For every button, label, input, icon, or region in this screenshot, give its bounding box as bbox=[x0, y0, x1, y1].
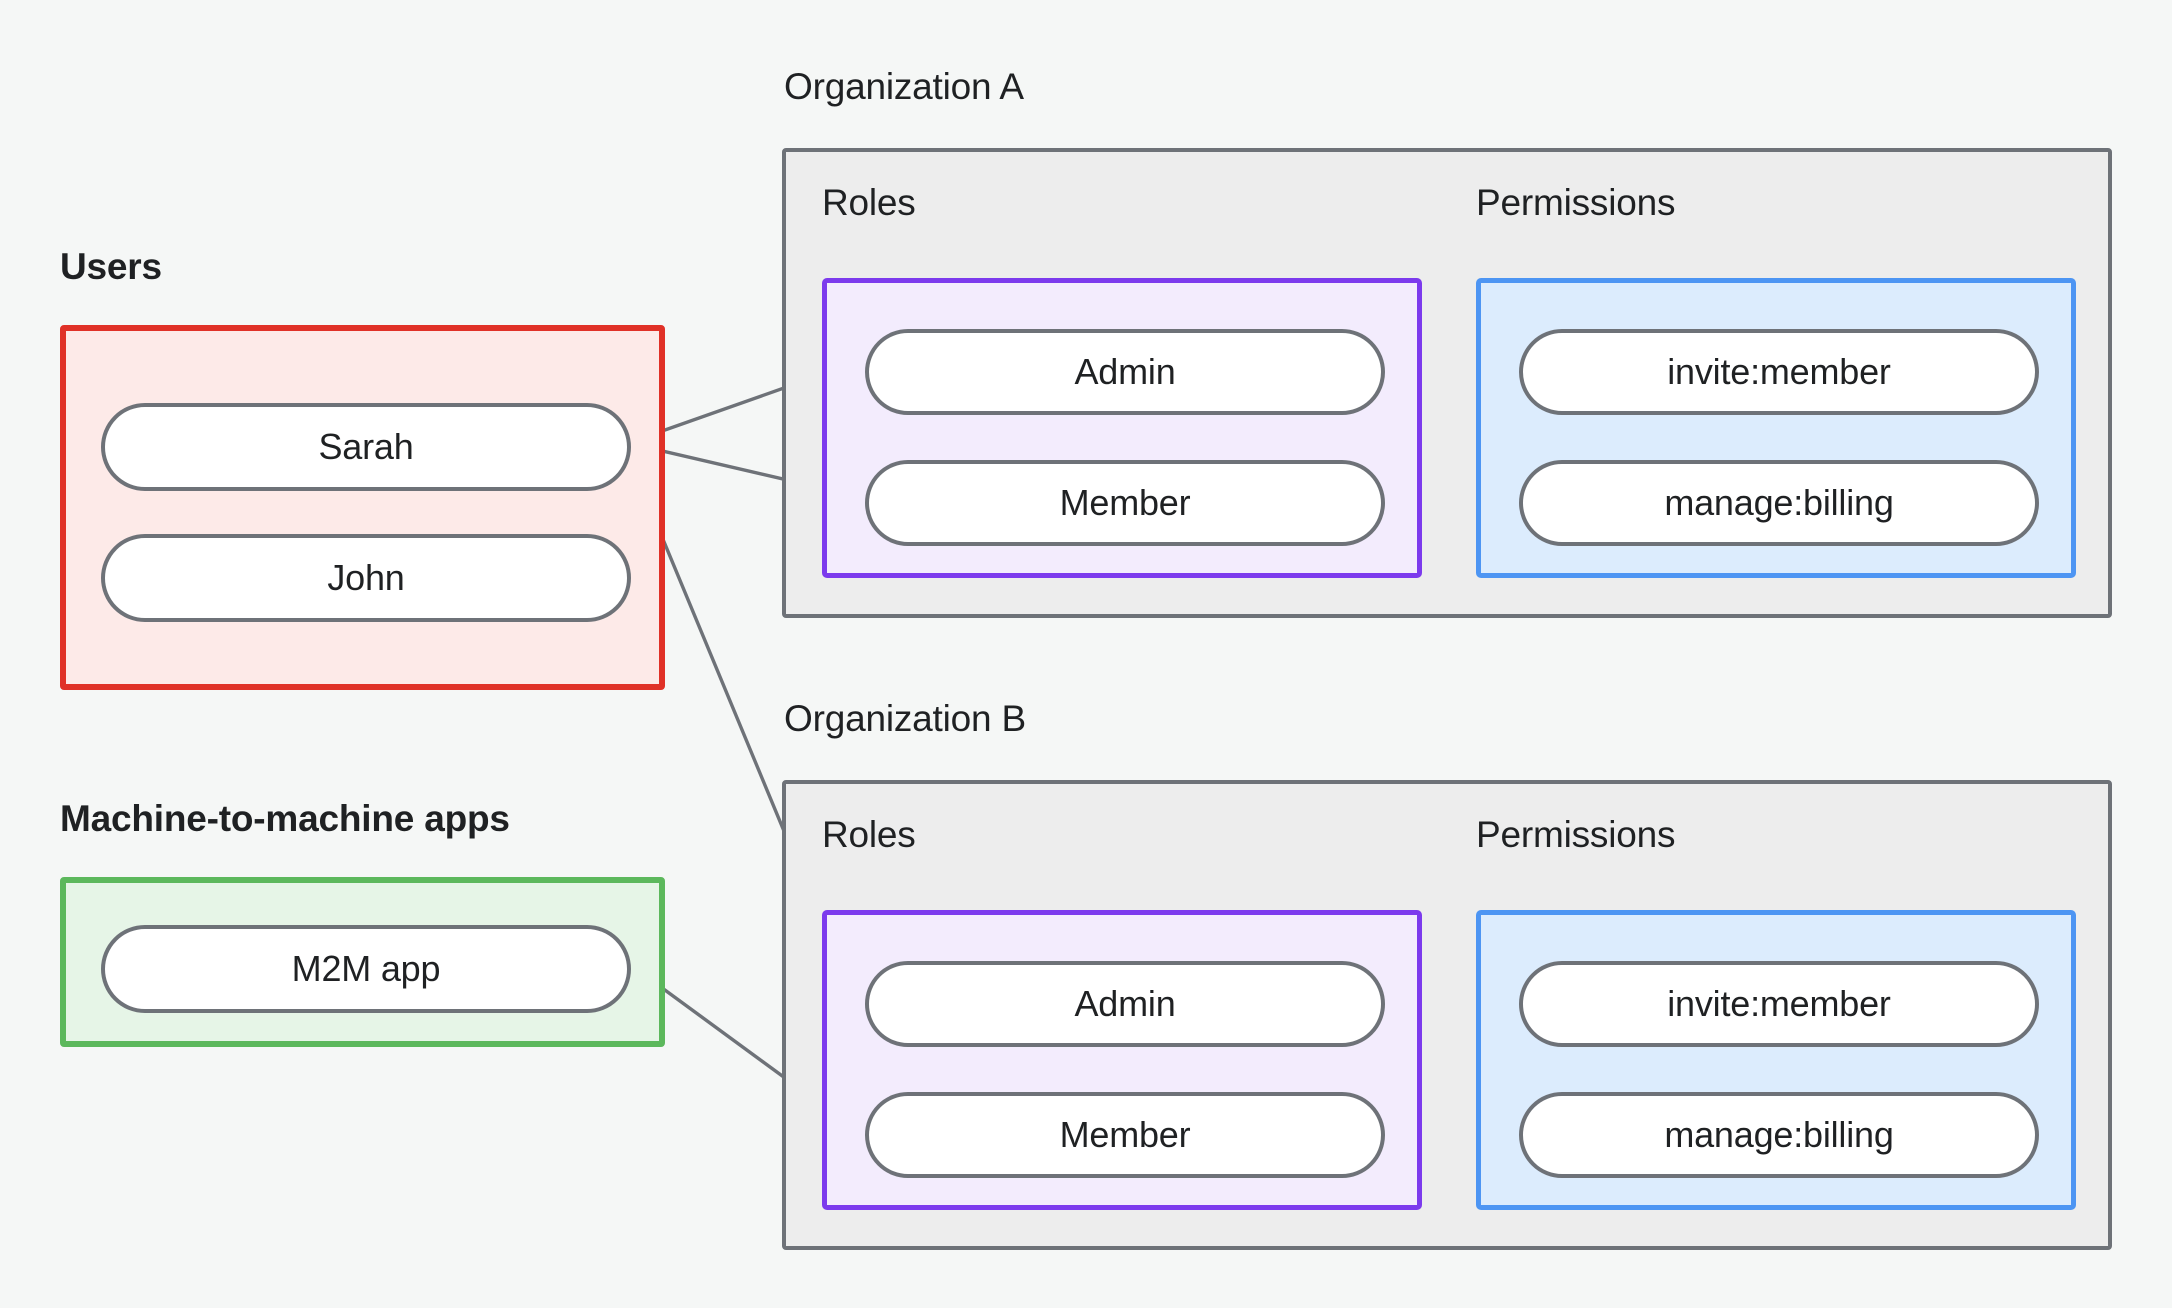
organization-a-roles-container: Admin Member bbox=[822, 278, 1422, 578]
machine-apps-group-title: Machine-to-machine apps bbox=[60, 798, 510, 839]
node-org-b-permission-invite-member[interactable]: invite:member bbox=[1519, 961, 2039, 1047]
users-group-title: Users bbox=[60, 246, 162, 287]
node-org-a-role-admin[interactable]: Admin bbox=[865, 329, 1385, 415]
organization-b-permissions-title: Permissions bbox=[1476, 814, 1676, 855]
node-org-b-role-member[interactable]: Member bbox=[865, 1092, 1385, 1178]
organization-a-title: Organization A bbox=[784, 66, 1024, 107]
node-user-sarah[interactable]: Sarah bbox=[101, 403, 631, 491]
organization-b-title: Organization B bbox=[784, 698, 1026, 739]
organization-b-roles-container: Admin Member bbox=[822, 910, 1422, 1210]
node-org-a-permission-invite-member[interactable]: invite:member bbox=[1519, 329, 2039, 415]
organization-b-permissions-container: invite:member manage:billing bbox=[1476, 910, 2076, 1210]
organization-b-container: Roles Permissions Admin Member invite:me… bbox=[782, 780, 2112, 1250]
node-org-a-permission-manage-billing[interactable]: manage:billing bbox=[1519, 460, 2039, 546]
node-user-john[interactable]: John bbox=[101, 534, 631, 622]
organization-a-permissions-title: Permissions bbox=[1476, 182, 1676, 223]
node-org-b-role-admin[interactable]: Admin bbox=[865, 961, 1385, 1047]
node-org-a-role-member[interactable]: Member bbox=[865, 460, 1385, 546]
organization-a-roles-title: Roles bbox=[822, 182, 916, 223]
machine-apps-container: M2M app bbox=[60, 877, 665, 1047]
organization-b-roles-title: Roles bbox=[822, 814, 916, 855]
organization-a-container: Roles Permissions Admin Member invite:me… bbox=[782, 148, 2112, 618]
users-container: Sarah John bbox=[60, 325, 665, 690]
organization-a-permissions-container: invite:member manage:billing bbox=[1476, 278, 2076, 578]
node-org-b-permission-manage-billing[interactable]: manage:billing bbox=[1519, 1092, 2039, 1178]
node-m2m-app[interactable]: M2M app bbox=[101, 925, 631, 1013]
